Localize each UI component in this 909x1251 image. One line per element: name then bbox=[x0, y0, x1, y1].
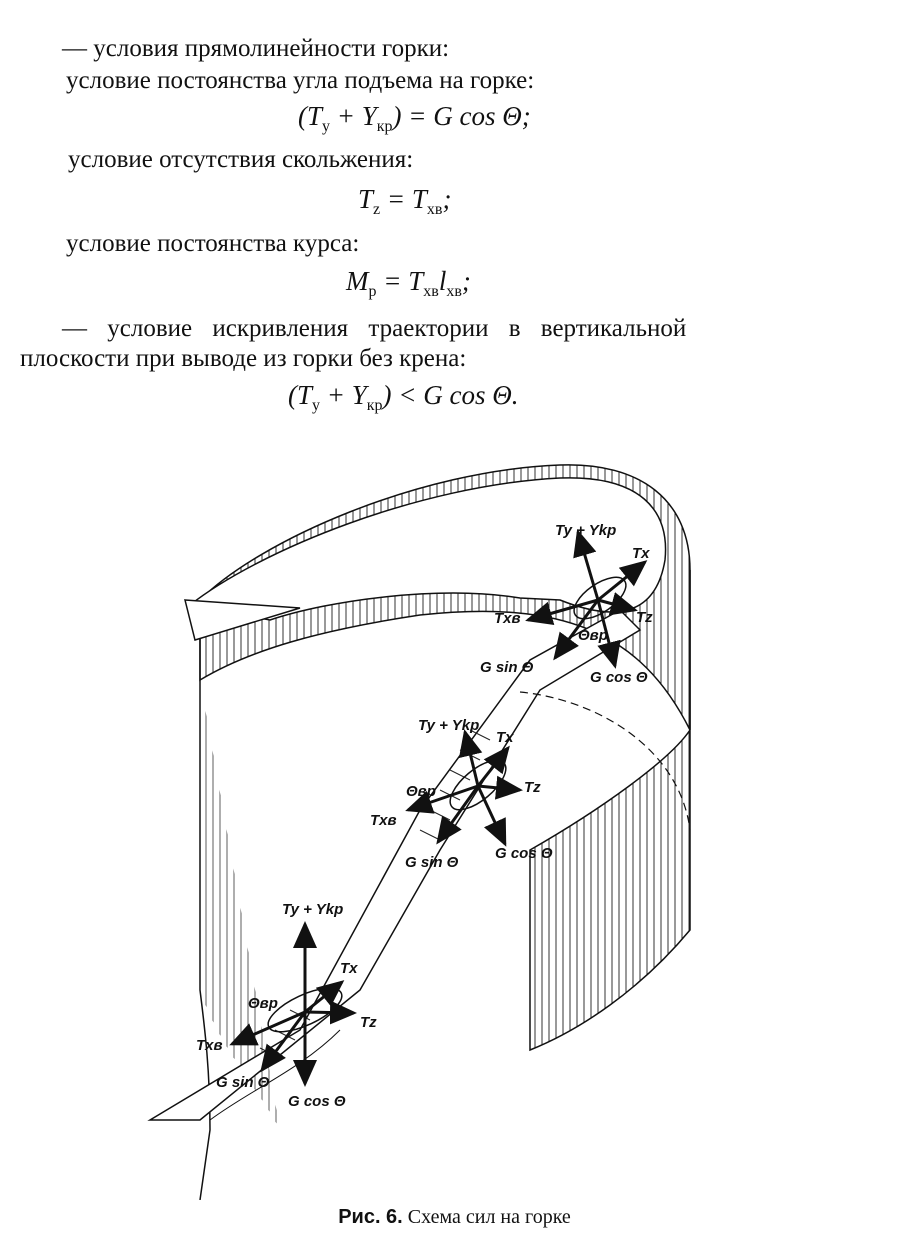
label-top-theta: Θвр bbox=[578, 627, 608, 644]
label-top-txv: Txв bbox=[494, 610, 521, 627]
label-bot-lift: Ty + Ykp bbox=[282, 901, 343, 918]
label-bot-tx: Tx bbox=[340, 960, 358, 977]
label-mid-theta: Θвр bbox=[406, 783, 436, 800]
label-mid-lift: Ty + Ykp bbox=[418, 717, 479, 734]
label-bot-theta: Θвр bbox=[248, 995, 278, 1012]
loop-track-top bbox=[188, 477, 667, 621]
label-mid-tz: Tz bbox=[524, 779, 541, 796]
label-top-tx: Tx bbox=[632, 545, 650, 562]
caption-text: Схема сил на горке bbox=[402, 1206, 571, 1228]
label-mid-tx: Tx bbox=[496, 729, 514, 746]
label-bot-tz: Tz bbox=[360, 1014, 377, 1031]
text-line-2: условие постоянства угла подъема на горк… bbox=[66, 67, 535, 94]
text-line-5: — условие искривления траектории в верти… bbox=[62, 315, 687, 342]
force-group-bottom bbox=[229, 921, 357, 1087]
figure-loop-forces: Ty + Ykp Tx Tz Txв Θвр G sin Θ G cos Θ T… bbox=[147, 464, 691, 1200]
label-bot-txv: Txв bbox=[196, 1037, 223, 1054]
formula-lift-equals-gravity: (Ty + Yкр) = G cos Θ; bbox=[298, 101, 531, 135]
label-mid-gsin: G sin Θ bbox=[405, 854, 459, 871]
loop-left-wall bbox=[199, 620, 211, 1200]
figure-caption: Рис. 6. Схема сил на горке bbox=[0, 1206, 909, 1229]
text-line-6: плоскости при выводе из горки без крена: bbox=[20, 345, 467, 372]
label-mid-gcos: G cos Θ bbox=[495, 845, 553, 862]
text-line-1: — условия прямолинейности горки: bbox=[62, 35, 450, 62]
loop-direction-arrow bbox=[184, 599, 301, 641]
label-bot-gcos: G cos Θ bbox=[288, 1093, 346, 1110]
formula-course: Mр = Tхвlхв; bbox=[346, 266, 471, 300]
loop-right-wall bbox=[529, 570, 691, 1052]
label-top-tz: Tz bbox=[636, 609, 653, 626]
formula-curvature: (Ty + Yкр) < G cos Θ. bbox=[288, 380, 519, 414]
force-group-middle bbox=[405, 729, 523, 847]
loop-track-ramp bbox=[147, 609, 642, 1121]
label-top-gcos: G cos Θ bbox=[590, 669, 648, 686]
label-top-lift: Ty + Ykp bbox=[555, 522, 616, 539]
text-line-3: условие отсутствия скольжения: bbox=[68, 146, 414, 173]
force-group-top bbox=[525, 529, 648, 669]
text-line-4: условие постоянства курса: bbox=[66, 230, 360, 257]
label-mid-txv: Txв bbox=[370, 812, 397, 829]
loop-hidden-edge bbox=[519, 691, 691, 831]
label-bot-gsin: G sin Θ bbox=[216, 1074, 270, 1091]
formula-no-slip: Tz = Tхв; bbox=[358, 184, 452, 218]
label-top-gsin: G sin Θ bbox=[480, 659, 534, 676]
caption-prefix: Рис. 6. bbox=[338, 1206, 403, 1228]
